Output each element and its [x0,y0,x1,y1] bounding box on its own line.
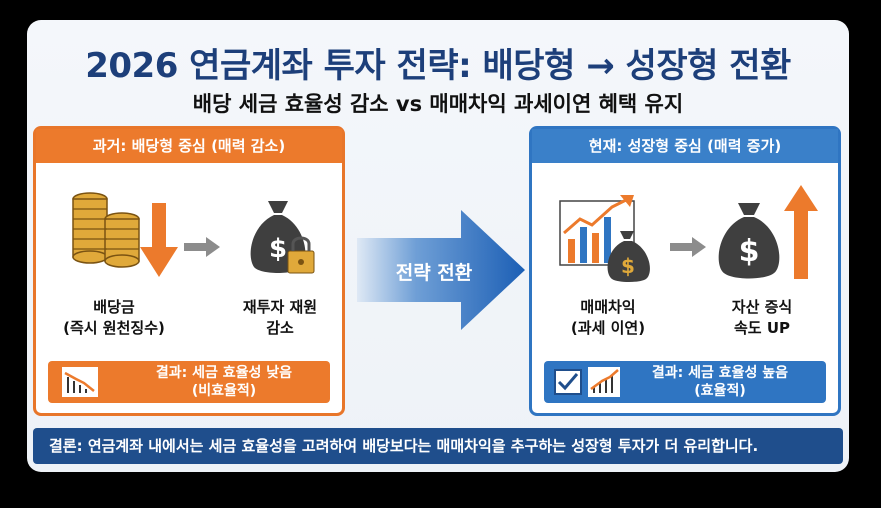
dividend-label: 배당금 (즉시 원천징수) [44,297,184,339]
declining-chart-icon [62,367,98,397]
down-arrow-icon [140,203,178,277]
growth-chart-icon: $ [559,195,650,282]
current-panel-heading: 현재: 성장형 중심 (매력 증가) [532,129,838,163]
capital-gain-label: 매매차익 (과세 이연) [538,297,678,339]
svg-text:$: $ [621,254,635,278]
money-bag-lock-icon: $ [250,201,315,274]
asset-growth-label-line1: 자산 증식 [731,298,793,316]
big-right-arrow-icon [357,210,525,330]
current-growth-panel: 현재: 성장형 중심 (매력 증가) $ $ 매매차익 [529,126,841,416]
asset-growth-label: 자산 증식 속도 UP [692,297,832,339]
rising-chart-icon [588,367,620,397]
reinvest-label: 재투자 재원 감소 [210,297,350,339]
reinvest-label-line1: 재투자 재원 [242,298,318,316]
coin-stack-icon [72,192,140,268]
page-title: 2026 연금계좌 투자 전략: 배당형 → 성장형 전환 [85,46,791,86]
checkbox-icon [554,369,582,395]
page-subtitle: 배당 세금 효율성 감소 vs 매매차익 과세이연 혜택 유지 [192,92,684,116]
past-panel-heading: 과거: 배당형 중심 (매력 감소) [36,129,342,163]
svg-text:$: $ [739,234,760,269]
svg-text:$: $ [269,234,287,264]
asset-growth-label-line2: 속도 UP [734,319,790,337]
past-result-line1: 결과: 세금 효율성 낮음 [155,365,293,381]
current-result-line1: 결과: 세금 효율성 높음 [651,365,789,381]
money-bag-icon: $ [718,203,780,279]
up-arrow-icon [784,185,818,279]
current-result-box: 결과: 세금 효율성 높음 (효율적) [544,361,826,403]
strategy-shift-arrow: 전략 전환 [357,210,525,330]
capital-gain-label-line2: (과세 이연) [570,319,646,337]
past-result-box: 결과: 세금 효율성 낮음 (비효율적) [48,361,330,403]
dividend-label-line2: (즉시 원천징수) [63,319,165,337]
strategy-shift-label: 전략 전환 [395,262,473,284]
conclusion-banner: 결론: 연금계좌 내에서는 세금 효율성을 고려하여 배당보다는 매매차익을 추… [33,428,843,464]
reinvest-label-line2: 감소 [266,319,294,337]
right-arrow-icon [184,237,220,257]
right-arrow-icon [670,237,706,257]
current-result-line2: (효율적) [694,383,746,399]
dividend-label-line1: 배당금 [93,298,135,316]
capital-gain-label-line1: 매매차익 [580,298,636,316]
past-dividend-panel: 과거: 배당형 중심 (매력 감소) [33,126,345,416]
past-result-line2: (비효율적) [191,383,257,399]
infographic-card: 2026 연금계좌 투자 전략: 배당형 → 성장형 전환 배당 세금 효율성 … [27,20,849,472]
